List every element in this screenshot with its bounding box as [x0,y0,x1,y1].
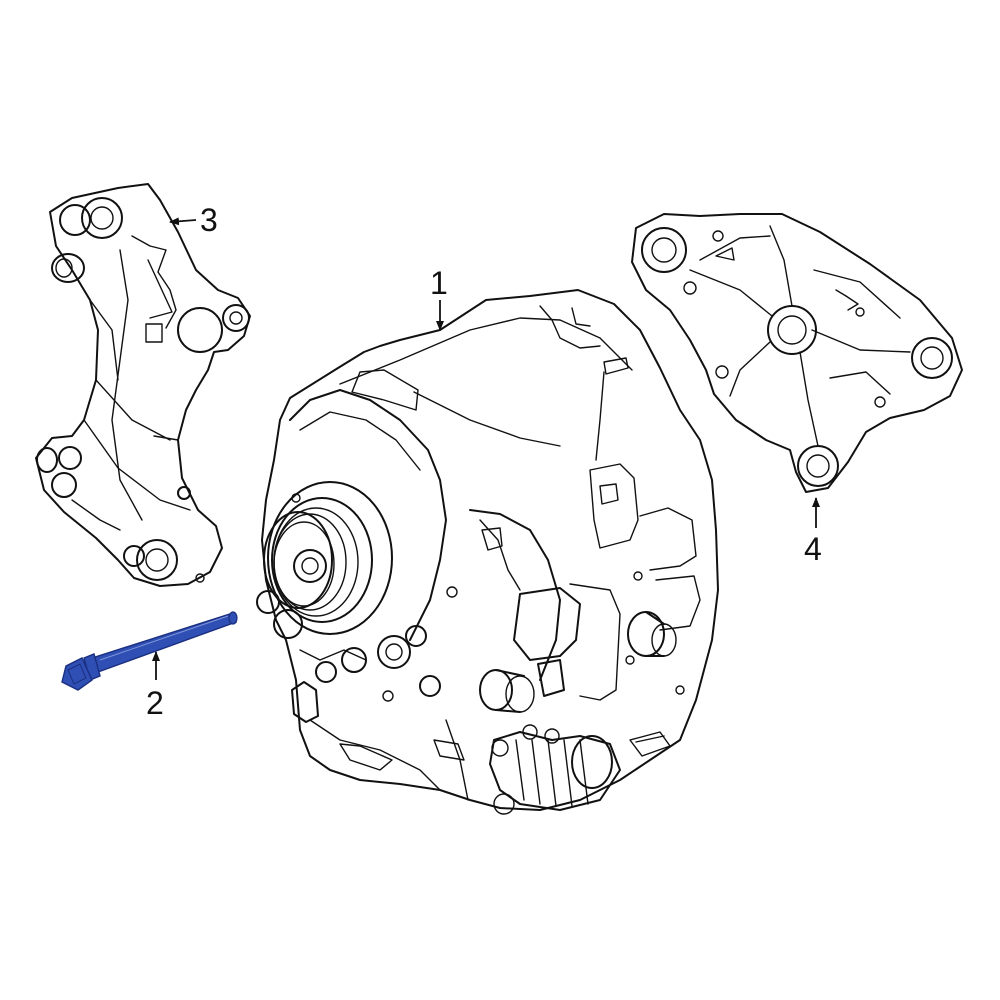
callout-4: 4 [804,497,822,567]
callout-3-label: 3 [200,202,218,238]
callout-3: 3 [169,202,218,238]
callout-2-label: 2 [146,685,164,721]
callout-1: 1 [430,265,448,331]
right-bracket-part[interactable] [631,213,963,493]
callout-4-label: 4 [804,531,822,567]
left-bracket-part[interactable] [35,183,251,587]
callout-2: 2 [146,651,164,721]
callout-1-label: 1 [430,265,448,301]
alternator-part[interactable] [256,289,719,815]
bolt-part[interactable] [61,611,238,691]
